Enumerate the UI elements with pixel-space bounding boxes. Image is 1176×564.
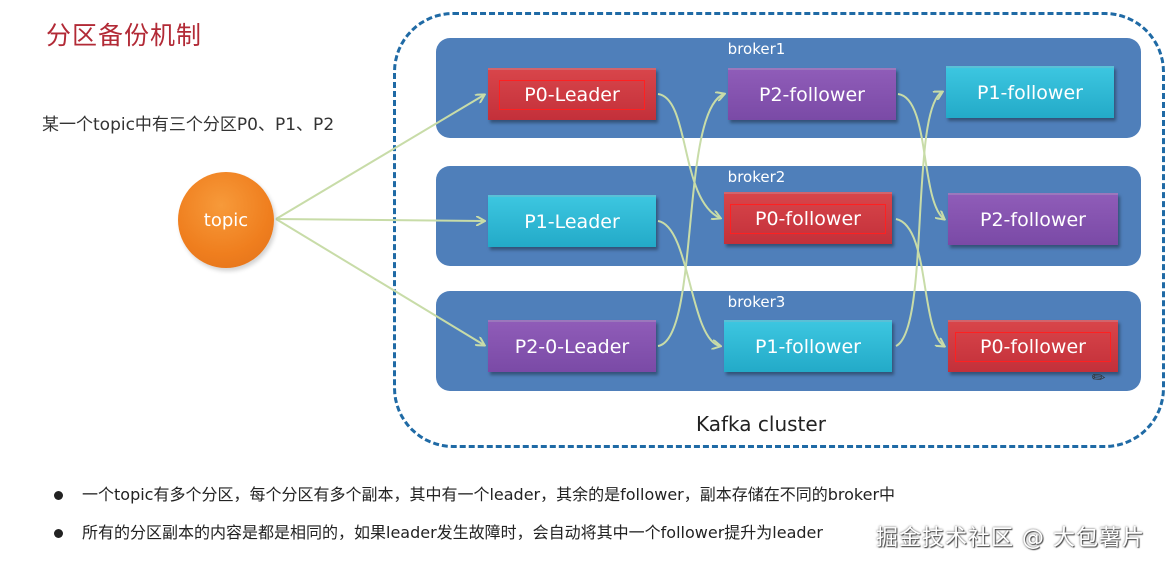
partition-label: P1-Leader	[524, 211, 620, 233]
bullet-dot-icon	[54, 491, 63, 500]
partition-p1-follower: P1-follower	[946, 66, 1114, 118]
partition-p0-leader: P0-Leader	[488, 68, 656, 120]
partition-p0-follower: P0-follower	[724, 192, 892, 244]
slide-title: 分区备份机制	[46, 21, 203, 50]
topic-label: topic	[203, 209, 249, 231]
broker-label: broker2	[727, 168, 786, 186]
bullet-text: 一个topic有多个分区，每个分区有多个副本，其中有一个leader，其余的是f…	[82, 485, 896, 504]
partition-p2-leader: P2-0-Leader	[488, 320, 656, 372]
cluster-label: Kafka cluster	[696, 412, 826, 436]
broker-label: broker1	[727, 40, 786, 58]
partition-label: P0-follower	[955, 332, 1111, 362]
bullet-list: 一个topic有多个分区，每个分区有多个副本，其中有一个leader，其余的是f…	[50, 484, 895, 560]
bullet-item: 一个topic有多个分区，每个分区有多个副本，其中有一个leader，其余的是f…	[50, 484, 895, 522]
partition-p0-follower: P0-follower	[948, 320, 1118, 372]
bullet-dot-icon	[54, 529, 63, 538]
partition-p2-follower: P2-follower	[948, 193, 1118, 245]
partition-label: P1-follower	[755, 336, 861, 358]
watermark: 掘金技术社区 @ 大包薯片	[876, 526, 1145, 551]
partition-label: P0-follower	[730, 204, 886, 234]
broker-label: broker3	[727, 293, 786, 311]
partition-label: P0-Leader	[499, 80, 645, 110]
partition-label: P2-follower	[759, 84, 865, 106]
partition-label: P2-follower	[980, 209, 1086, 231]
slide-subtitle: 某一个topic中有三个分区P0、P1、P2	[42, 115, 335, 135]
bullet-text: 所有的分区副本的内容是都是相同的，如果leader发生故障时，会自动将其中一个f…	[82, 523, 823, 542]
partition-label: P2-0-Leader	[514, 336, 630, 358]
partition-p1-leader: P1-Leader	[488, 195, 656, 247]
bullet-item: 所有的分区副本的内容是都是相同的，如果leader发生故障时，会自动将其中一个f…	[50, 522, 895, 560]
partition-label: P1-follower	[977, 82, 1083, 104]
topic-node: topic	[178, 172, 274, 268]
partition-p2-follower: P2-follower	[728, 68, 896, 120]
partition-p1-follower: P1-follower	[724, 320, 892, 372]
